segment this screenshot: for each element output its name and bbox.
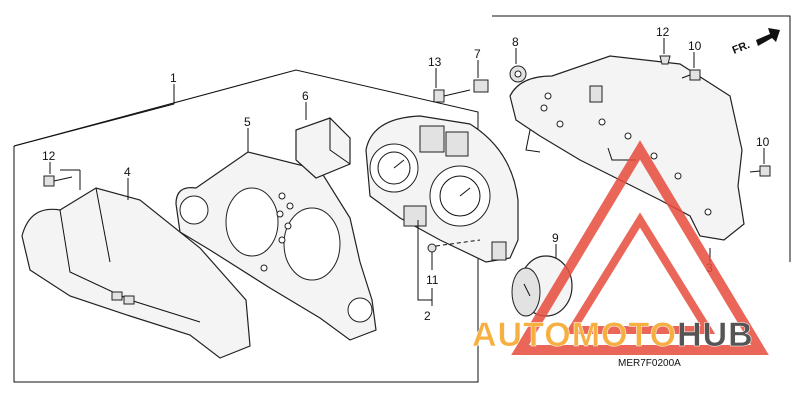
front-arrow-icon (756, 28, 780, 46)
callout-13: 13 (428, 55, 442, 69)
fastener-7 (473, 79, 489, 93)
watermark-part-2: HUB (677, 316, 754, 354)
fastener-10-top (681, 69, 701, 81)
fastener-12-right (659, 55, 671, 65)
callout-11: 11 (426, 273, 439, 287)
callout-7: 7 (474, 47, 481, 61)
part-4-outer-cover (21, 187, 251, 359)
subassembly-frame (492, 15, 791, 262)
fastener-10-right (749, 165, 771, 177)
direction-label: FR. (731, 39, 752, 57)
fastener-8 (509, 65, 527, 83)
part-2-meter-assembly (365, 115, 519, 263)
watermark-text: AUTOMOTOHUB (472, 316, 754, 354)
part-9-socket (511, 255, 573, 317)
part-6-display-unit (295, 117, 351, 179)
fastener-13 (433, 89, 471, 103)
fastener-11 (427, 239, 481, 253)
callout-2: 2 (424, 309, 431, 323)
callout-8: 8 (512, 35, 519, 49)
callout-9: 9 (552, 231, 559, 245)
callout-10-right: 10 (756, 135, 770, 149)
callout-5: 5 (244, 115, 251, 129)
callout-6: 6 (302, 89, 309, 103)
diagram-code: MER7F0200A (618, 358, 681, 369)
front-direction-indicator: FR. (731, 28, 780, 57)
callout-12-left: 12 (42, 149, 56, 163)
callout-12-right: 12 (656, 25, 670, 39)
triangle-logo-icon (511, 140, 769, 355)
part-3-back-case (509, 55, 745, 241)
callout-10-top: 10 (688, 39, 702, 53)
callout-4: 4 (124, 165, 131, 179)
callout-1: 1 (170, 71, 177, 85)
fastener-12-left (43, 175, 73, 187)
watermark-part-1: AUTOMOTO (472, 316, 677, 354)
